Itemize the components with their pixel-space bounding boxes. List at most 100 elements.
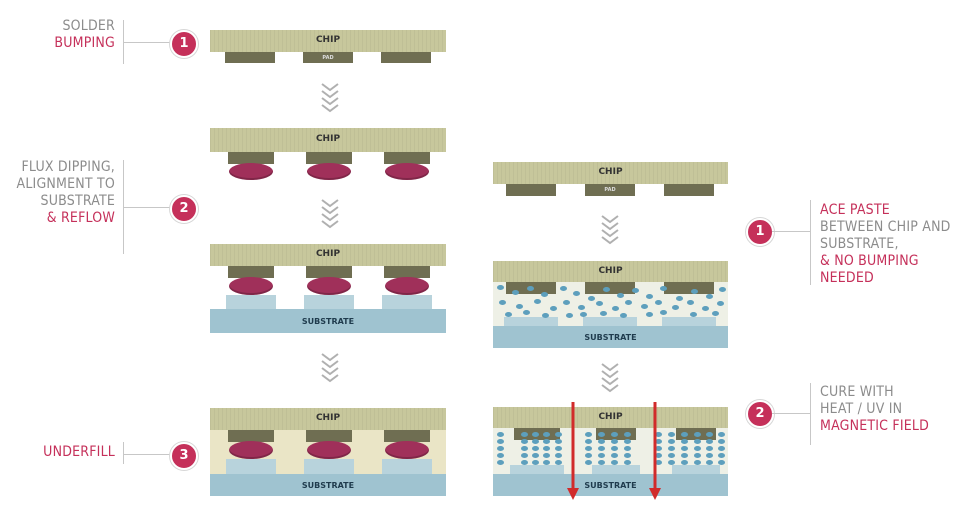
bracket-line — [123, 160, 124, 254]
pad — [384, 266, 430, 278]
particle-dot — [719, 287, 726, 292]
chip-block: CHIP — [210, 128, 446, 152]
particle-dot — [534, 299, 541, 304]
particle-dot — [523, 310, 530, 315]
particle-dot — [681, 439, 688, 444]
pad: PAD — [585, 184, 635, 196]
particle-dot — [603, 287, 610, 292]
down-arrow-icon — [321, 83, 339, 113]
particle-dot — [718, 453, 725, 458]
particle-dot — [681, 460, 688, 465]
substrate-pad — [382, 459, 432, 474]
particle-dot — [718, 439, 725, 444]
particle-dot — [702, 306, 709, 311]
substrate-pad — [510, 465, 564, 474]
particle-dot — [550, 306, 557, 311]
particle-dot — [655, 432, 662, 437]
substrate-block: SUBSTRATE — [493, 326, 728, 348]
particle-dot — [612, 306, 619, 311]
bracket-line — [123, 442, 124, 464]
bracket-line — [810, 383, 811, 445]
particle-dot — [585, 439, 592, 444]
step-badge-3: 3 — [170, 442, 198, 470]
particle-dot — [706, 446, 713, 451]
label-underfill: UNDERFILL — [43, 444, 115, 460]
step-badge-1: 1 — [170, 30, 198, 58]
particle-dot — [521, 432, 528, 437]
pad — [384, 430, 430, 442]
particle-dot — [718, 446, 725, 451]
particle-dot — [694, 439, 701, 444]
particle-dot — [611, 439, 618, 444]
substrate-pad — [592, 465, 640, 474]
bracket-line — [810, 200, 811, 285]
particle-dot — [681, 453, 688, 458]
particle-dot — [497, 446, 504, 451]
step-badge-2: 2 — [170, 195, 198, 223]
connector-line — [124, 454, 172, 455]
particle-dot — [655, 446, 662, 451]
particle-dot — [641, 304, 648, 309]
particle-dot — [706, 460, 713, 465]
bracket-line — [123, 20, 124, 64]
particle-dot — [694, 453, 701, 458]
down-arrow-icon — [601, 215, 619, 245]
solder-ball — [307, 277, 351, 295]
solder-ball — [385, 277, 429, 295]
particle-dot — [646, 312, 653, 317]
pad: PAD — [303, 52, 353, 63]
particle-dot — [505, 312, 512, 317]
pad — [664, 282, 714, 294]
label-ace-paste: ACE PASTE BETWEEN CHIP AND SUBSTRATE, & … — [820, 202, 951, 286]
particle-dot — [624, 439, 631, 444]
substrate-pad — [583, 317, 637, 326]
particle-dot — [566, 313, 573, 318]
particle-dot — [521, 453, 528, 458]
particle-dot — [632, 288, 639, 293]
label-flux-dipping: FLUX DIPPING, ALIGNMENT TO SUBSTRATE & R… — [16, 159, 115, 226]
particle-dot — [681, 446, 688, 451]
particle-dot — [585, 453, 592, 458]
chip-block: CHIP — [493, 162, 728, 184]
particle-dot — [532, 432, 539, 437]
ace-step-badge-2: 2 — [746, 400, 774, 428]
particle-dot — [624, 460, 631, 465]
particle-dot — [555, 432, 562, 437]
particle-dot — [655, 300, 662, 305]
particle-dot — [573, 291, 580, 296]
particle-dot — [655, 460, 662, 465]
particle-dot — [560, 286, 567, 291]
pad — [384, 152, 430, 164]
particle-dot — [676, 296, 683, 301]
substrate-block: SUBSTRATE — [493, 474, 728, 496]
particle-dot — [555, 453, 562, 458]
pad — [228, 266, 274, 278]
particle-dot — [712, 311, 719, 316]
particle-dot — [598, 446, 605, 451]
particle-dot — [532, 460, 539, 465]
particle-dot — [646, 294, 653, 299]
down-arrow-icon — [321, 353, 339, 383]
pad — [306, 266, 352, 278]
particle-dot — [497, 432, 504, 437]
particle-dot — [706, 294, 713, 299]
particle-dot — [543, 460, 550, 465]
particle-dot — [668, 432, 675, 437]
particle-dot — [691, 289, 698, 294]
particle-dot — [624, 432, 631, 437]
particle-dot — [624, 453, 631, 458]
particle-dot — [596, 301, 603, 306]
pad — [585, 282, 635, 294]
particle-dot — [527, 286, 534, 291]
substrate-pad — [304, 295, 354, 309]
solder-ball — [385, 441, 429, 459]
particle-dot — [555, 446, 562, 451]
particle-dot — [690, 312, 697, 317]
particle-dot — [585, 432, 592, 437]
particle-dot — [694, 432, 701, 437]
particle-dot — [668, 453, 675, 458]
particle-dot — [655, 439, 662, 444]
particle-dot — [497, 460, 504, 465]
chip-block: CHIP — [493, 261, 728, 282]
particle-dot — [563, 300, 570, 305]
